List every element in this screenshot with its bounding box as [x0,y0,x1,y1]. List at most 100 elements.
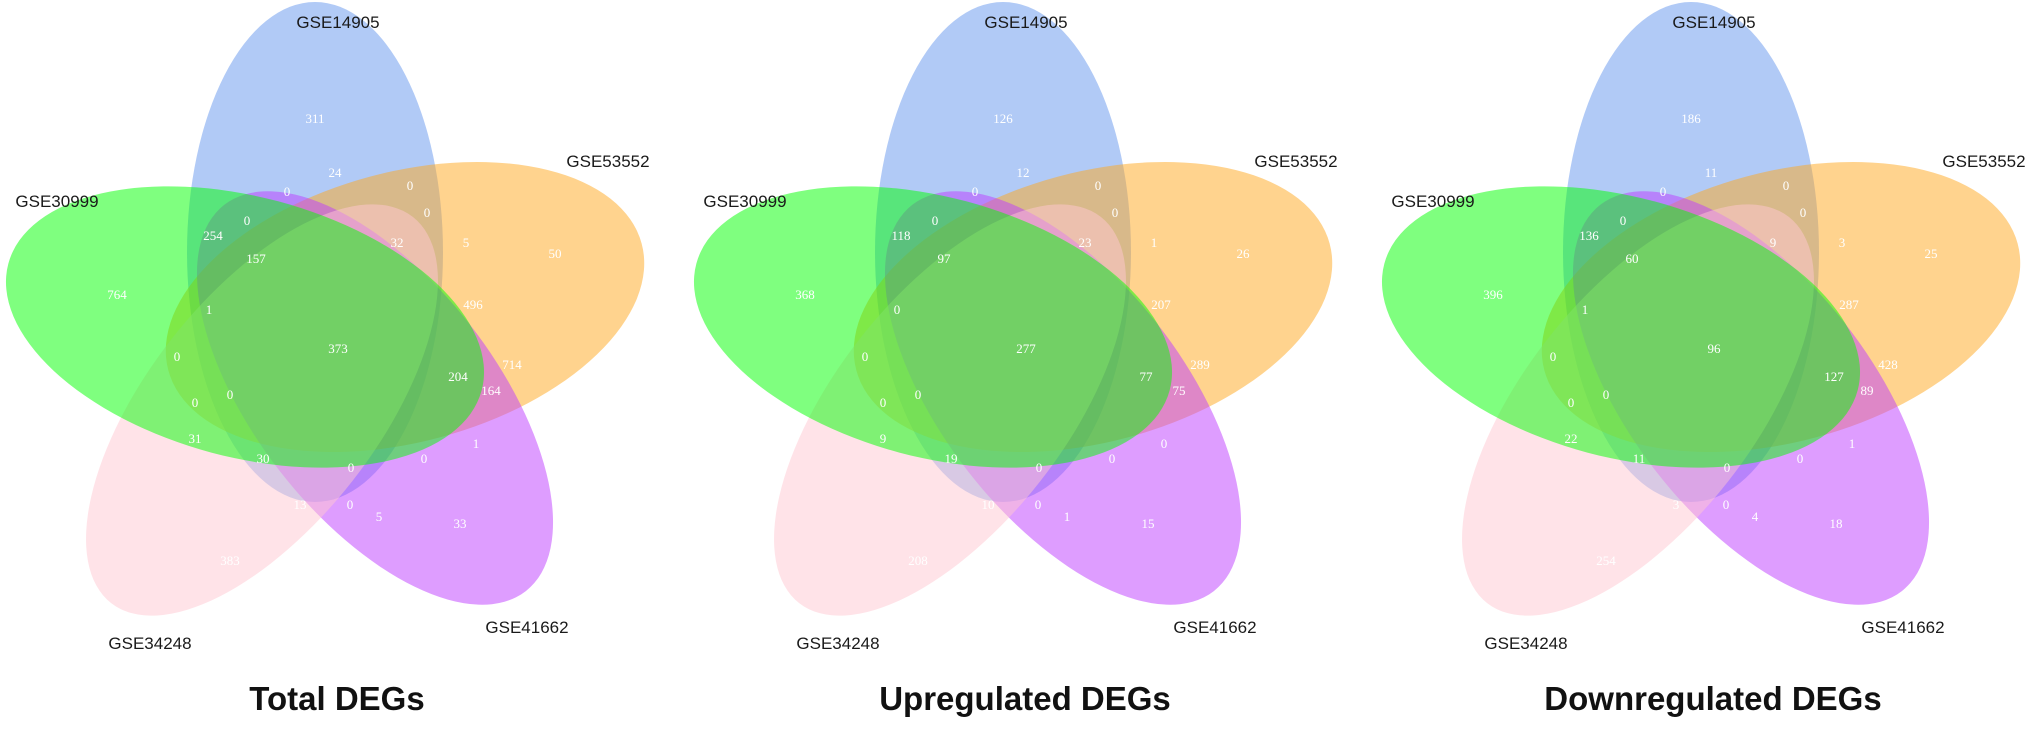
region-count-bcd: 77 [1140,369,1154,384]
region-count-de-mid: 0 [1724,460,1731,475]
region-count-ab: 3 [1839,235,1846,250]
region-count-e: 368 [795,287,815,302]
region-count-d-low: 3 [1673,497,1680,512]
region-count-ae-top: 0 [284,184,291,199]
region-count-cd-mid: 0 [1109,451,1116,466]
region-count-ae-top: 0 [972,184,979,199]
region-count-abc: 9 [1770,235,1777,250]
set-label-gse34248: GSE34248 [1484,634,1567,653]
region-count-a: 126 [993,111,1013,126]
set-label-gse34248: GSE34248 [108,634,191,653]
region-count-abc: 23 [1079,235,1092,250]
region-count-abe: 11 [1705,165,1718,180]
region-count-c-low: 1 [1064,509,1071,524]
set-ellipse-gse30999 [5,186,485,468]
region-count-cd-lower: 1 [473,436,480,451]
set-label-gse30999: GSE30999 [15,192,98,211]
region-count-de-ol: 0 [1568,395,1575,410]
region-count-c: 33 [454,516,467,531]
region-count-b: 25 [1925,246,1938,261]
set-label-gse34248: GSE34248 [796,634,879,653]
region-count-cd-mid: 0 [1797,451,1804,466]
region-count-cd-low: 0 [1723,497,1730,512]
region-count-e: 764 [107,287,127,302]
set-label-gse41662: GSE41662 [1861,618,1944,637]
region-count-cd-lower: 1 [1849,436,1856,451]
region-count-ae: 136 [1579,228,1599,243]
region-count-de: 22 [1565,431,1578,446]
region-count-d: 254 [1596,553,1616,568]
region-count-ae-in: 0 [244,213,251,228]
region-count-e-left: 0 [894,302,901,317]
region-count-abce: 157 [246,251,266,266]
region-count-cd-low: 0 [347,497,354,512]
region-count-ae-in: 0 [932,213,939,228]
set-label-gse14905: GSE14905 [984,13,1067,32]
region-count-all: 373 [328,341,348,356]
region-count-d: 383 [220,553,240,568]
region-count-cd-low: 0 [1035,497,1042,512]
region-count-ab-in: 0 [1800,205,1807,220]
region-count-d-mid: 11 [1633,451,1646,466]
region-count-bc-right: 714 [502,357,522,372]
region-count-bc: 164 [481,383,501,398]
region-count-cd-lower: 0 [1161,436,1168,451]
region-count-de: 9 [880,431,887,446]
set-label-gse30999: GSE30999 [1391,192,1474,211]
region-count-de-ol: 0 [192,395,199,410]
region-count-abcd: 207 [1151,297,1171,312]
set-label-gse14905: GSE14905 [1672,13,1755,32]
region-count-abc: 32 [391,235,404,250]
region-count-d: 208 [908,553,928,568]
set-label-gse53552: GSE53552 [566,152,649,171]
region-count-b: 50 [549,246,562,261]
region-count-e-ol: 0 [862,349,869,364]
region-count-e-left: 1 [206,302,213,317]
region-count-c: 18 [1830,516,1843,531]
region-count-abce: 97 [938,251,952,266]
region-count-abe: 24 [329,165,343,180]
region-count-d-low: 13 [294,497,307,512]
set-ellipse-gse30999 [693,186,1173,468]
region-count-e: 396 [1483,287,1503,302]
panel-title: Downregulated DEGs [1544,680,1881,717]
set-label-gse53552: GSE53552 [1942,152,2025,171]
region-count-ab-in: 0 [1112,205,1119,220]
set-label-gse41662: GSE41662 [485,618,568,637]
region-count-d-low: 10 [982,497,995,512]
region-count-c-low: 5 [376,509,383,524]
region-count-abce: 60 [1626,251,1639,266]
region-count-ab-top: 0 [407,178,414,193]
region-count-ae-top: 0 [1660,184,1667,199]
region-count-de-mid: 0 [1036,460,1043,475]
set-label-gse53552: GSE53552 [1254,152,1337,171]
region-count-ab-top: 0 [1783,178,1790,193]
region-count-cd-mid: 0 [421,451,428,466]
set-label-gse30999: GSE30999 [703,192,786,211]
region-count-abcd: 287 [1839,297,1859,312]
set-ellipse-gse30999 [1381,186,1861,468]
region-count-all: 96 [1708,341,1722,356]
region-count-ab: 5 [463,235,470,250]
region-count-bcd: 127 [1824,369,1844,384]
region-count-ed-ol: 0 [1603,387,1610,402]
region-count-e-ol: 0 [1550,349,1557,364]
region-count-a: 186 [1681,111,1701,126]
region-count-bc: 89 [1861,383,1874,398]
region-count-ab: 1 [1151,235,1158,250]
region-count-bc-right: 289 [1190,357,1210,372]
region-count-all: 277 [1016,341,1036,356]
region-count-c: 15 [1142,516,1155,531]
panel-title: Total DEGs [249,680,424,717]
region-count-d-mid: 30 [257,451,270,466]
set-label-gse41662: GSE41662 [1173,618,1256,637]
venn-panel-1: GSE14905GSE53552GSE41662GSE34248GSE30999… [5,2,650,717]
region-count-e-left: 1 [1582,302,1589,317]
region-count-c-low: 4 [1752,509,1759,524]
region-count-ab-top: 0 [1095,178,1102,193]
region-count-ab-in: 0 [424,205,431,220]
region-count-abe: 12 [1017,165,1030,180]
